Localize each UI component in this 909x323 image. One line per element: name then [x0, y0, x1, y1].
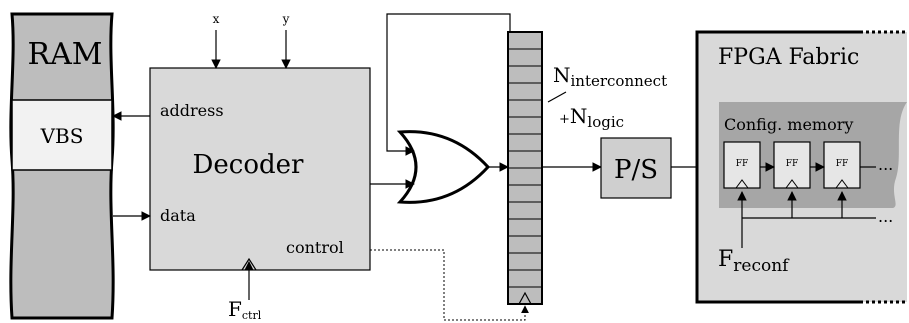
vbs-label: VBS [40, 124, 84, 148]
ff-1 [723, 141, 761, 189]
bus-width-slash [547, 91, 567, 103]
n-logic-label: +Nlogic [559, 104, 624, 131]
fpga-fabric: FPGA Fabric Config. memory FF FF FF ... … [695, 30, 907, 304]
ps-label: P/S [614, 155, 658, 185]
config-memory-label: Config. memory [724, 115, 853, 134]
ram-block: RAM VBS [9, 12, 115, 320]
n-interconnect-label: Ninterconnect [553, 63, 667, 90]
ff-chain-ellipsis: ... [878, 155, 893, 174]
decoder-title: Decoder [193, 150, 304, 180]
ff-1-clock [735, 179, 749, 189]
ff-3-clock [835, 179, 849, 189]
control-dotted-wire [370, 249, 529, 321]
register-clock-triangle [518, 291, 532, 305]
fpga-title: FPGA Fabric [718, 45, 859, 70]
feedback-wire [386, 13, 511, 156]
or-gate [396, 130, 491, 204]
address-port-label: address [160, 101, 224, 120]
f-ctrl-label: Fctrl [228, 297, 262, 322]
decoder-block: Decoder address data control x y [149, 12, 371, 271]
ff-3-label: FF [836, 159, 849, 169]
y-input-label: y [282, 12, 290, 26]
ff-2-clock [785, 179, 799, 189]
ram-title: RAM [28, 37, 103, 72]
shift-register [507, 31, 543, 305]
fpga-fabric-border [695, 30, 860, 304]
control-port-label: control [286, 238, 344, 257]
ff-3 [823, 141, 861, 189]
x-input-label: x [213, 12, 220, 26]
ps-block [600, 137, 672, 199]
ff-1-label: FF [736, 159, 749, 169]
f-reconf-label: Freconf [718, 247, 790, 276]
vbs-block [11, 99, 113, 171]
reconf-bus-ellipsis: ... [878, 207, 893, 226]
decoder-box [149, 67, 371, 271]
ff-2-label: FF [786, 159, 799, 169]
data-port-label: data [160, 206, 196, 225]
